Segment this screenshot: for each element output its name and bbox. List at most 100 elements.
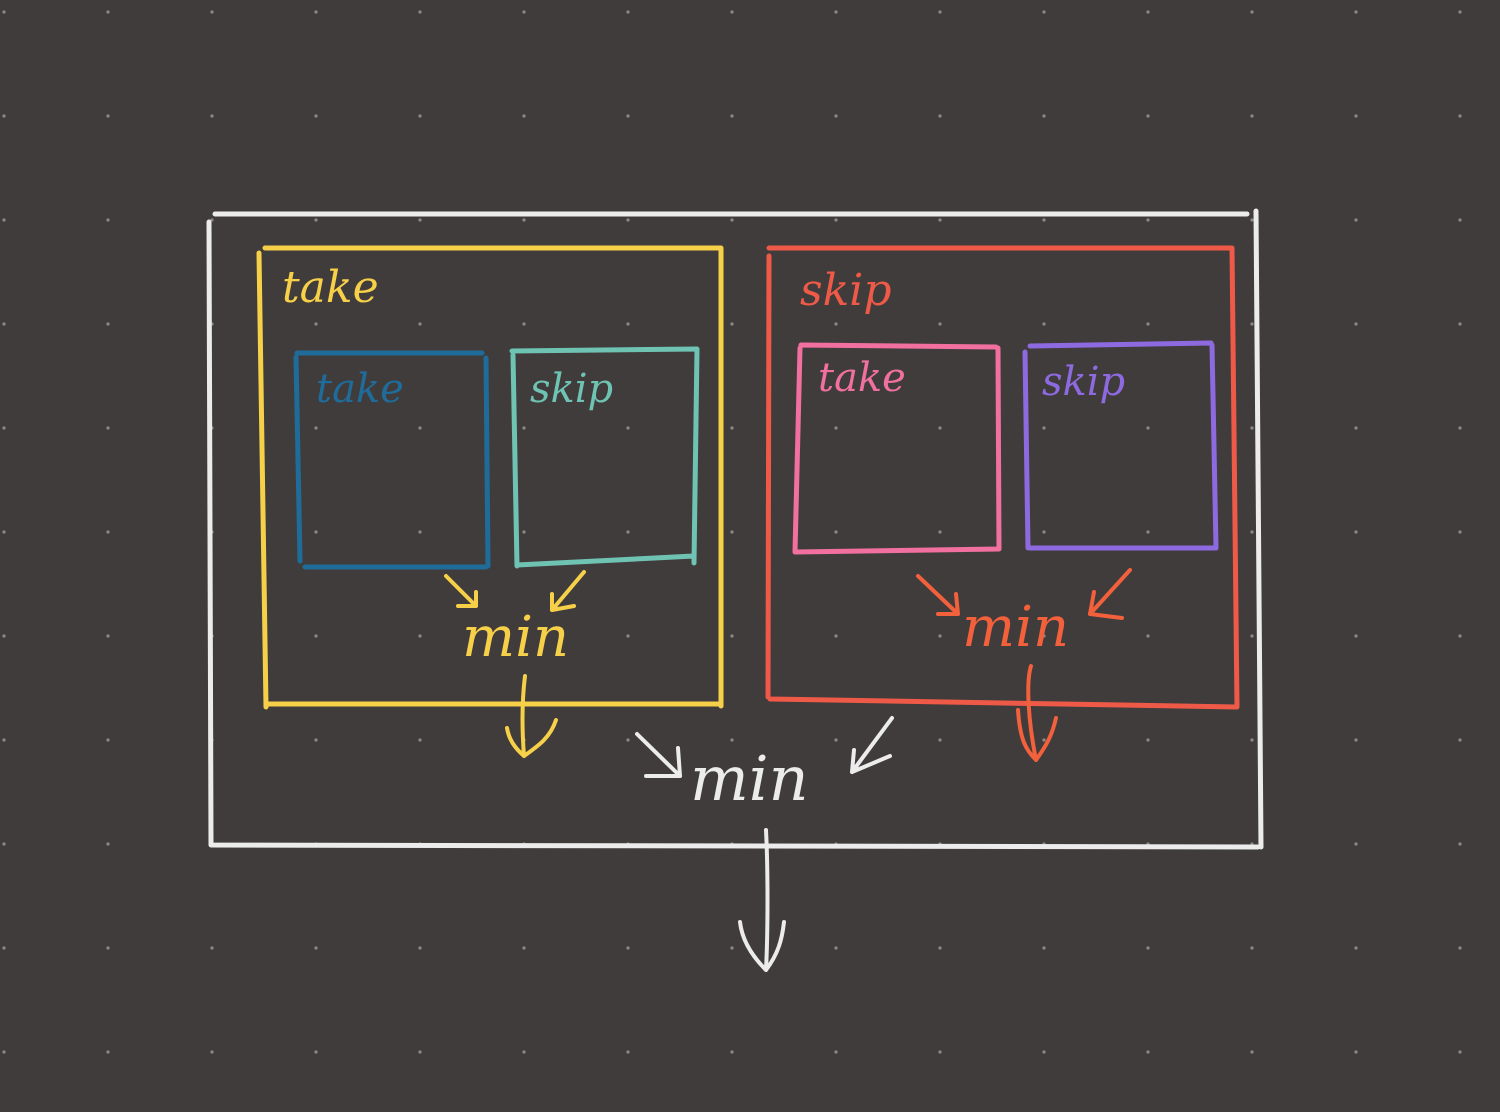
grid-dot <box>2 322 6 326</box>
grid-dot <box>1250 1050 1254 1054</box>
grid-dot <box>1250 10 1254 14</box>
grid-dot <box>1458 530 1462 534</box>
grid-dot <box>938 530 942 534</box>
grid-dot <box>1458 10 1462 14</box>
final-min: min <box>635 716 894 972</box>
final-left-arrow <box>635 732 682 778</box>
grid-dot <box>106 322 110 326</box>
grid-dot <box>1042 426 1046 430</box>
grid-dot <box>1458 218 1462 222</box>
grid-dot <box>938 114 942 118</box>
grid-dot <box>730 946 734 950</box>
grid-dot <box>834 530 838 534</box>
grid-dot <box>1042 634 1046 638</box>
grid-dot <box>1042 10 1046 14</box>
grid-dot <box>730 114 734 118</box>
grid-dot <box>1458 1050 1462 1054</box>
grid-dot <box>626 530 630 534</box>
grid-dot <box>522 218 526 222</box>
grid-dot <box>418 10 422 14</box>
grid-dot <box>938 426 942 430</box>
grid-dot <box>626 114 630 118</box>
grid-dot <box>834 218 838 222</box>
take-branch: take take skip min <box>256 245 724 758</box>
grid-dot <box>418 946 422 950</box>
grid-dot <box>834 10 838 14</box>
grid-dot <box>938 322 942 326</box>
grid-dot <box>938 218 942 222</box>
grid-dot <box>1354 322 1358 326</box>
grid-dot <box>2 426 6 430</box>
grid-dot <box>1146 530 1150 534</box>
grid-dot <box>1250 530 1254 534</box>
outer-box <box>206 208 1264 850</box>
grid-dot <box>1458 946 1462 950</box>
grid-dot <box>834 634 838 638</box>
grid-dot <box>730 530 734 534</box>
grid-dot <box>106 1050 110 1054</box>
grid-dot <box>418 634 422 638</box>
grid-dot <box>834 946 838 950</box>
grid-dot <box>2 946 6 950</box>
grid-dot <box>834 426 838 430</box>
grid-dot <box>210 218 214 222</box>
grid-dot <box>1042 218 1046 222</box>
grid-dot <box>1250 946 1254 950</box>
take-skip-arrow <box>550 570 586 612</box>
grid-dot <box>2 530 6 534</box>
grid-dot <box>1042 946 1046 950</box>
grid-dot <box>106 634 110 638</box>
take-out-arrow <box>505 674 558 758</box>
grid-dot <box>1354 1050 1358 1054</box>
grid-dot <box>1354 738 1358 742</box>
grid-dot <box>1458 322 1462 326</box>
grid-dot <box>314 322 318 326</box>
grid-dot <box>834 114 838 118</box>
grid-dot <box>106 530 110 534</box>
grid-dot <box>1354 10 1358 14</box>
skip-box <box>765 245 1240 710</box>
grid-dot <box>314 10 318 14</box>
grid-dot <box>522 426 526 430</box>
skip-skip-label: skip <box>1042 359 1125 405</box>
skip-take-label: take <box>818 355 906 401</box>
skip-min-label: min <box>962 595 1069 660</box>
grid-dot <box>418 530 422 534</box>
grid-dot <box>2 1050 6 1054</box>
grid-dot <box>2 10 6 14</box>
skip-take-arrow <box>916 574 960 616</box>
take-box-label: take <box>282 262 379 313</box>
grid-dot <box>1458 842 1462 846</box>
grid-dot <box>314 426 318 430</box>
grid-dot <box>314 1050 318 1054</box>
grid-dot <box>1250 114 1254 118</box>
grid-dot <box>1250 322 1254 326</box>
grid-dot <box>314 218 318 222</box>
grid-dot <box>1458 426 1462 430</box>
grid-dot <box>730 218 734 222</box>
grid-dot <box>938 634 942 638</box>
grid-dot <box>522 530 526 534</box>
dot-grid <box>2 10 1462 1054</box>
grid-dot <box>1146 738 1150 742</box>
grid-dot <box>522 114 526 118</box>
grid-dot <box>314 946 318 950</box>
grid-dot <box>834 1050 838 1054</box>
skip-out-arrow <box>1016 664 1058 762</box>
grid-dot <box>2 114 6 118</box>
grid-dot <box>418 322 422 326</box>
grid-dot <box>626 738 630 742</box>
grid-dot <box>626 634 630 638</box>
grid-dot <box>626 426 630 430</box>
take-skip-label: skip <box>530 366 613 412</box>
grid-dot <box>522 946 526 950</box>
grid-dot <box>1458 114 1462 118</box>
grid-dot <box>418 738 422 742</box>
grid-dot <box>522 322 526 326</box>
final-out-arrow <box>738 828 786 972</box>
grid-dot <box>1146 322 1150 326</box>
grid-dot <box>938 946 942 950</box>
grid-dot <box>210 114 214 118</box>
grid-dot <box>106 738 110 742</box>
